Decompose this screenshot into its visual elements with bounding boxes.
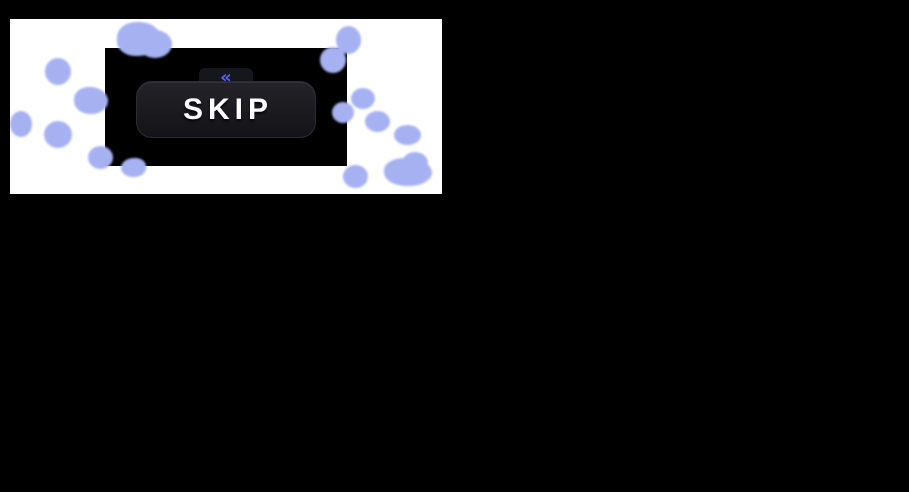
paint-blob xyxy=(45,58,71,85)
paint-blob xyxy=(351,88,375,109)
paint-blob xyxy=(365,111,390,132)
paint-blob xyxy=(74,87,108,114)
paint-blob xyxy=(394,125,421,145)
paint-blob xyxy=(402,152,428,174)
ad-panel: « SKIP xyxy=(10,19,442,194)
skip-button[interactable]: SKIP xyxy=(136,81,316,138)
skip-label: SKIP xyxy=(182,92,274,126)
paint-blob xyxy=(10,111,32,137)
skip-overlay: « SKIP xyxy=(105,48,347,166)
double-chevron-left-icon: « xyxy=(220,67,232,88)
paint-blob xyxy=(384,158,432,186)
paint-blob xyxy=(343,165,368,188)
paint-blob xyxy=(44,121,72,148)
